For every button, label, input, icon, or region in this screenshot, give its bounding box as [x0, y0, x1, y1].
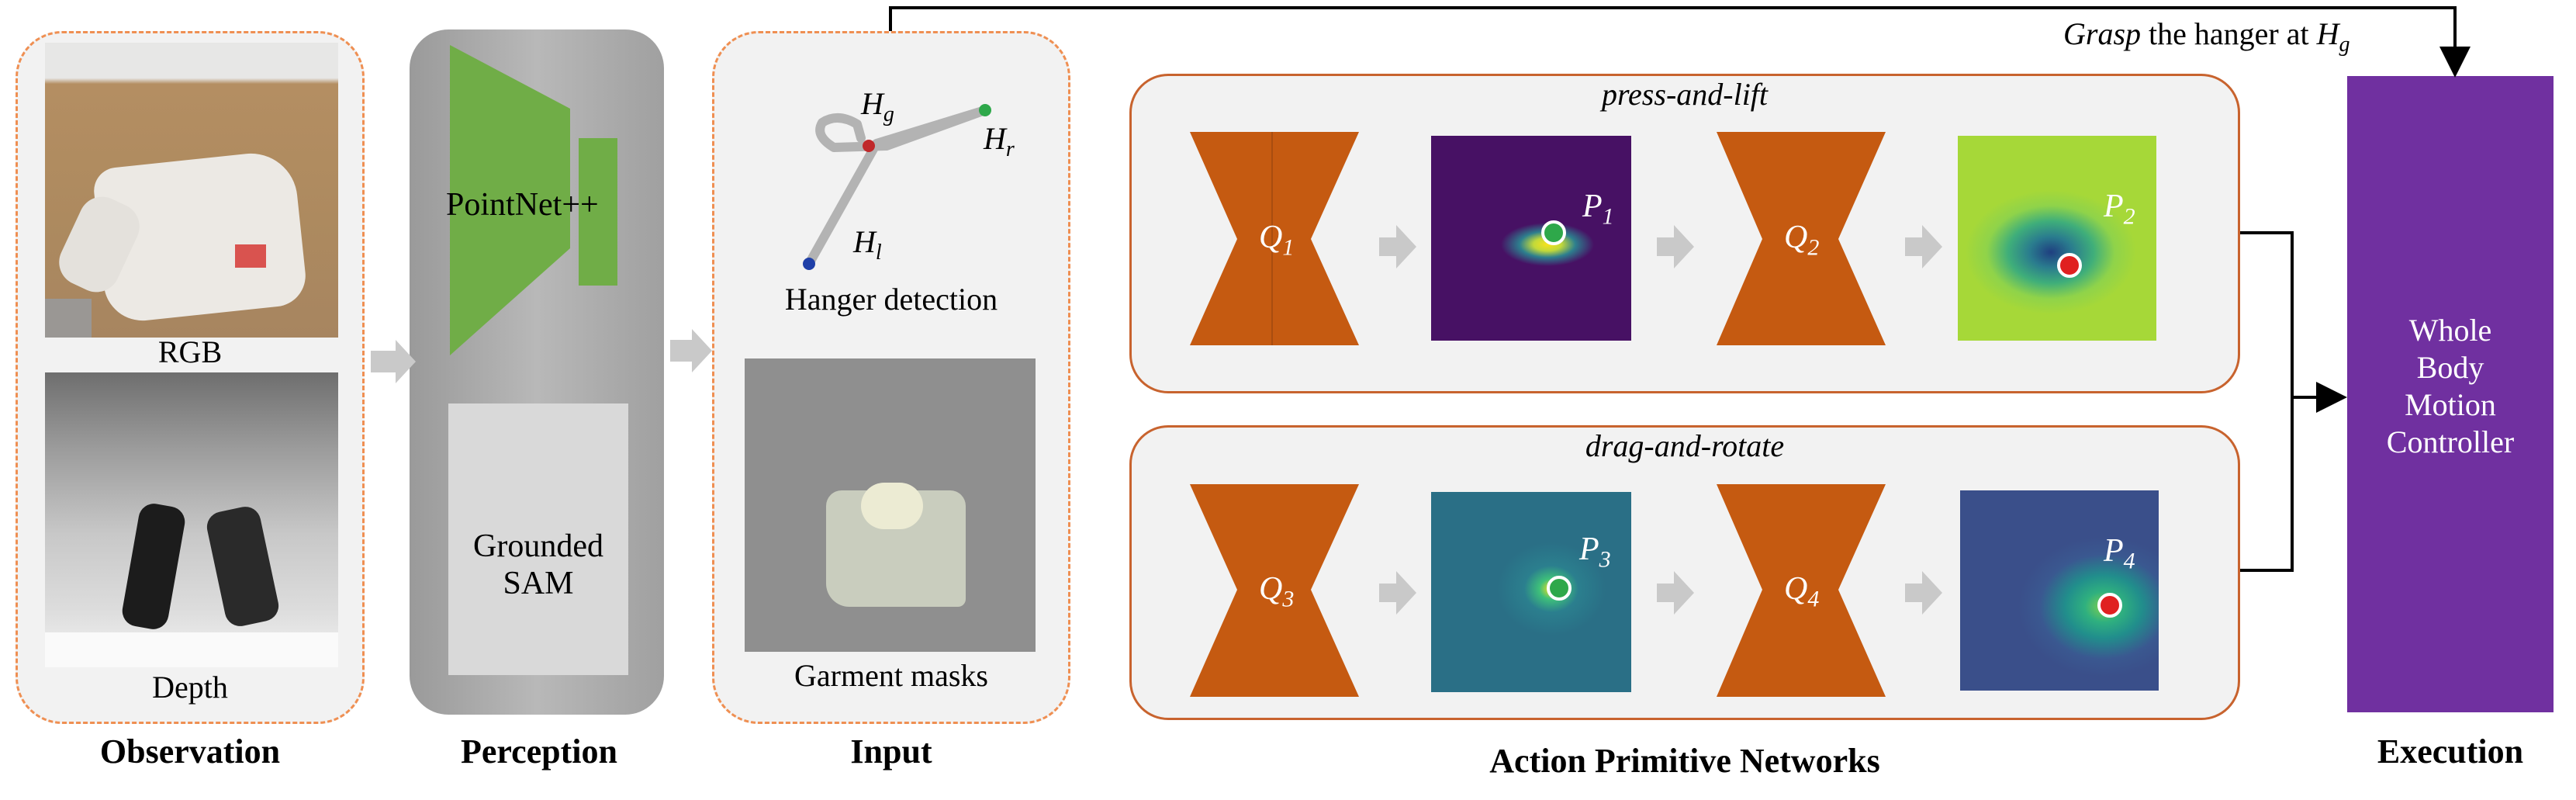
mask-collar — [861, 483, 923, 529]
q1-label: Q1 — [1259, 220, 1295, 261]
grounded-sam-line2: SAM — [503, 566, 574, 601]
grasp-annotation: Grasp the hanger at Hg — [2063, 16, 2350, 57]
p4-label: P4 — [2104, 533, 2135, 574]
grounded-sam-line1: Grounded — [473, 528, 603, 564]
rgb-caption: RGB — [157, 334, 223, 369]
execution-line3: Motion — [2405, 387, 2496, 422]
p3-label: P3 — [1579, 532, 1611, 573]
hanger-caption: Hanger detection — [784, 282, 998, 317]
whole-body-motion-controller — [2347, 76, 2554, 712]
observation-label: Observation — [99, 732, 281, 771]
q4-label: Q4 — [1784, 571, 1820, 612]
depth-image — [45, 372, 338, 667]
execution-label: Execution — [2377, 732, 2524, 771]
p3-point — [1547, 576, 1572, 601]
heatmap-p4 — [1960, 490, 2159, 691]
network-q1-right — [1272, 132, 1359, 345]
rgb-image — [45, 43, 338, 338]
action-row-arrows — [1379, 225, 1942, 615]
pointnet-encoder — [450, 45, 570, 355]
hanger-point-r-label: Hr — [984, 121, 1015, 161]
action-primitive-label: Action Primitive Networks — [1489, 742, 1880, 780]
perception-label: Perception — [460, 732, 618, 771]
garment-mask-image — [745, 358, 1036, 652]
network-q3 — [1190, 484, 1359, 697]
mask-caption: Garment masks — [794, 658, 988, 693]
hanger-icon — [803, 104, 991, 270]
network-q2 — [1717, 132, 1886, 345]
heatmap-p3 — [1431, 492, 1631, 692]
hanger-point-g-label: Hg — [861, 86, 894, 126]
p1-label: P1 — [1582, 189, 1614, 230]
arrow-perception-input — [670, 329, 712, 372]
pointnet-head — [579, 138, 617, 286]
execution-line1: Whole — [2408, 313, 2492, 348]
hanger-point-l-label: Hl — [853, 224, 882, 265]
grounded-sam-box — [448, 403, 628, 675]
pointnet-label: PointNet++ — [446, 187, 599, 223]
merge-connector — [2240, 231, 2347, 572]
p2-point — [2057, 253, 2082, 278]
drag-and-rotate-title: drag-and-rotate — [1585, 428, 1785, 463]
grasp-connector — [889, 6, 2471, 78]
p1-point — [1541, 220, 1566, 245]
depth-floor — [45, 632, 338, 667]
execution-line4: Controller — [2386, 424, 2515, 459]
table-shadow — [45, 299, 92, 338]
input-label: Input — [850, 732, 932, 771]
p4-point — [2097, 593, 2122, 618]
press-and-lift-title: press-and-lift — [1601, 77, 1769, 112]
network-q4 — [1717, 484, 1886, 697]
q3-label: Q3 — [1259, 571, 1295, 612]
depth-caption: Depth — [152, 670, 228, 705]
p2-label: P2 — [2104, 189, 2135, 230]
arrow-observation-perception — [371, 340, 416, 383]
heatmap-p1 — [1431, 136, 1631, 341]
q2-label: Q2 — [1784, 220, 1820, 261]
garment-shirt-label — [235, 244, 266, 268]
heatmap-p2 — [1958, 136, 2156, 341]
execution-line2: Body — [2416, 350, 2484, 385]
network-q1 — [1190, 132, 1272, 345]
